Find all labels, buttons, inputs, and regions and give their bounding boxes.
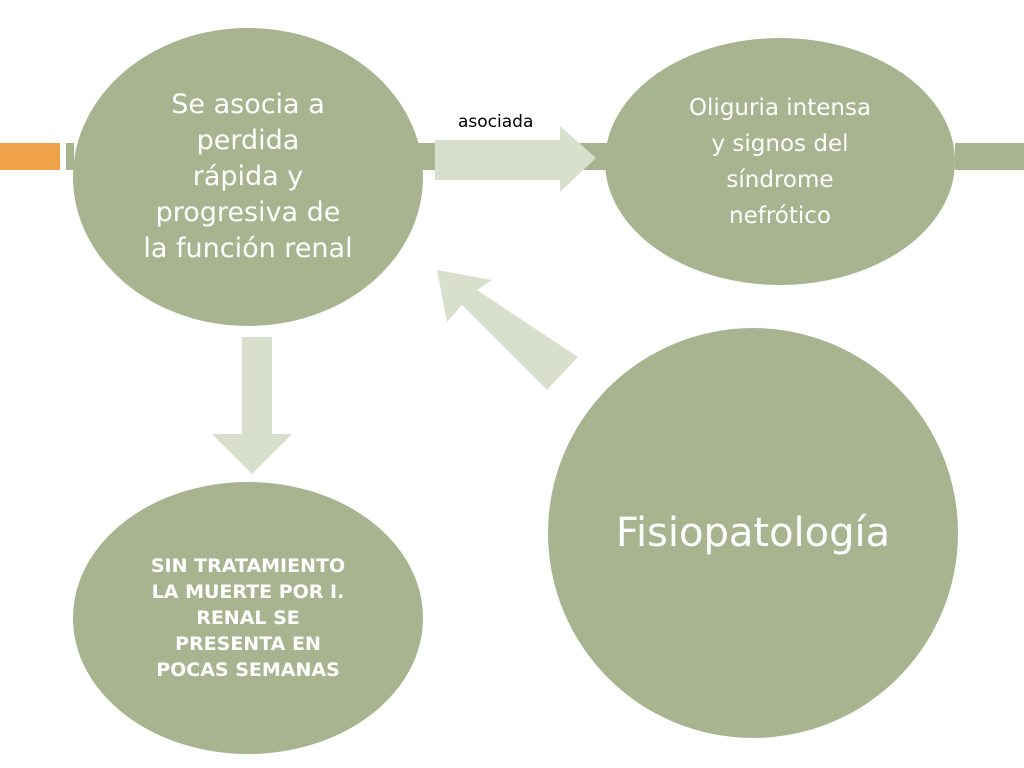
arrow-fisio-to-loss [437,270,578,390]
node-loss-line-5: la función renal [143,233,353,264]
node-loss-line-3: rápida y [192,161,304,192]
accent-bar-green-right [955,143,1024,170]
node-death-line-3: RENAL SE [196,607,300,629]
accent-bar-green-left [66,143,74,170]
accent-bar-orange [0,143,60,170]
edge-label-asociada: asociada [458,112,534,132]
node-oliguria-line-2: y signos del [711,130,849,157]
node-oliguria-line-1: Oliguria intensa [688,94,872,121]
node-loss-line-2: perdida [196,125,300,156]
node-death-line-1: SIN TRATAMIENTO [150,555,346,577]
node-untreated-outcome: SIN TRATAMIENTO LA MUERTE POR I. RENAL S… [73,482,423,754]
node-death-line-2: LA MUERTE POR I. [151,581,345,603]
node-death-line-4: PRESENTA EN [175,633,321,655]
arrow-loss-to-death [212,337,292,474]
node-fisiopatologia: Fisiopatología [548,328,958,738]
node-loss-of-renal-function: Se asocia a perdida rápida y progresiva … [73,28,423,326]
node-oliguria-line-4: nefrótico [729,202,831,229]
node-death-line-5: POCAS SEMANAS [156,659,340,681]
node-loss-line-1: Se asocia a [171,89,325,120]
node-oliguria: Oliguria intensa y signos del síndrome n… [605,38,955,285]
node-oliguria-line-3: síndrome [726,166,834,193]
node-loss-line-4: progresiva de [155,197,341,228]
node-fisio-label: Fisiopatología [615,510,891,556]
arrow-loss-to-oliguria [435,126,596,192]
